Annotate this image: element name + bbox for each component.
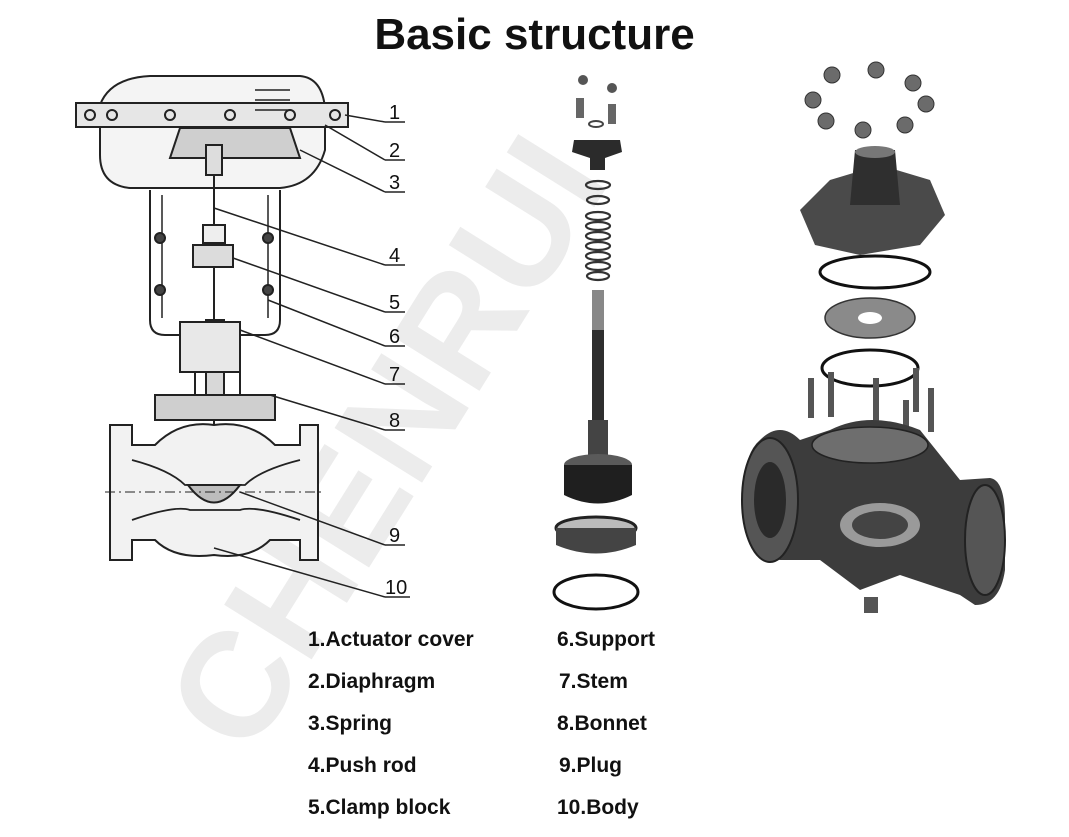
- sectional-drawing: [75, 75, 349, 561]
- callout-10: 10: [385, 577, 407, 599]
- legend-item-actuator-cover: 1.Actuator cover: [308, 628, 474, 651]
- legend-item-support: 6.Support: [557, 628, 655, 651]
- callout-4: 4: [389, 245, 400, 267]
- legend-item-diaphragm: 2.Diaphragm: [308, 670, 436, 693]
- callout-7: 7: [389, 364, 400, 386]
- parts-legend: 1.Actuator cover 2.Diaphragm 3.Spring 4.…: [308, 628, 728, 828]
- legend-item-push-rod: 4.Push rod: [308, 754, 417, 777]
- page-title: Basic structure: [374, 10, 695, 59]
- callout-numbers: 1 2 3 4 5 6 7 8 9 10: [385, 102, 407, 599]
- legend-item-bonnet: 8.Bonnet: [557, 712, 647, 735]
- legend-item-clamp-block: 5.Clamp block: [308, 796, 451, 819]
- callout-1: 1: [389, 102, 400, 124]
- body-exploded-view: [741, 61, 1006, 613]
- callout-8: 8: [389, 410, 400, 432]
- legend-item-body: 10.Body: [557, 796, 639, 819]
- callout-6: 6: [389, 326, 400, 348]
- leader-lines: [213, 114, 410, 598]
- callout-5: 5: [389, 292, 400, 314]
- legend-item-stem: 7.Stem: [559, 670, 628, 693]
- callout-9: 9: [389, 525, 400, 547]
- callout-3: 3: [389, 172, 400, 194]
- legend-item-spring: 3.Spring: [308, 712, 393, 735]
- callout-2: 2: [389, 140, 400, 162]
- legend-item-plug: 9.Plug: [559, 754, 623, 777]
- stem-exploded-view: [552, 75, 640, 611]
